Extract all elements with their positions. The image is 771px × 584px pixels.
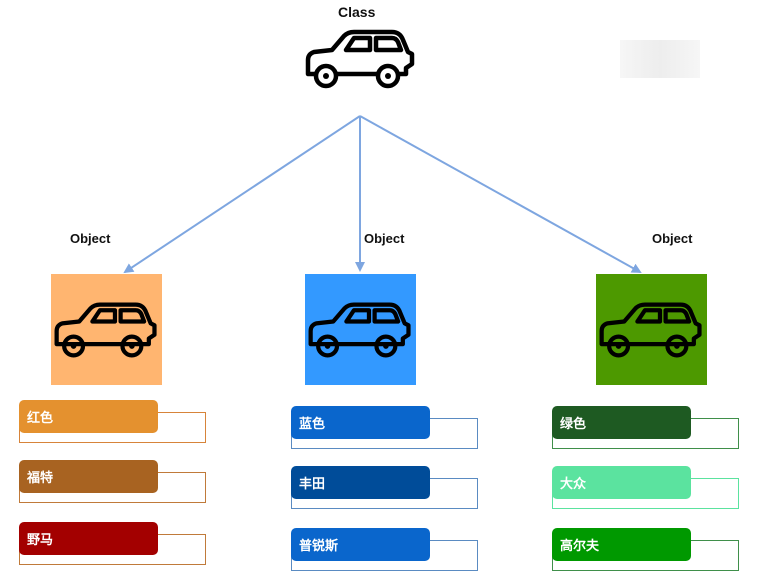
attribute-box: 蓝色 (291, 406, 478, 449)
watermark-blur (620, 40, 700, 78)
attribute-box: 丰田 (291, 466, 478, 509)
attribute-label: 福特 (19, 460, 158, 493)
attribute-box: 高尔夫 (552, 528, 739, 571)
attribute-label: 高尔夫 (552, 528, 691, 561)
attribute-label: 蓝色 (291, 406, 430, 439)
attribute-box: 大众 (552, 466, 739, 509)
attribute-label: 野马 (19, 522, 158, 555)
object-label-1: Object (70, 231, 111, 246)
attribute-box: 野马 (19, 522, 206, 565)
car-icon (54, 301, 157, 358)
attribute-box: 普锐斯 (291, 528, 478, 571)
attribute-label: 绿色 (552, 406, 691, 439)
class-title: Class (338, 4, 376, 20)
object-label-2: Object (364, 231, 405, 246)
attribute-label: 普锐斯 (291, 528, 430, 561)
object-tile-1 (51, 274, 162, 385)
car-icon (308, 301, 411, 358)
attribute-label: 丰田 (291, 466, 430, 499)
arrow-to-object-1 (123, 115, 361, 274)
arrow-to-object-3 (359, 115, 642, 273)
attribute-label: 大众 (552, 466, 691, 499)
attribute-box: 福特 (19, 460, 206, 503)
object-tile-3 (596, 274, 707, 385)
car-icon (599, 301, 702, 358)
car-icon (305, 29, 415, 89)
attribute-label: 红色 (19, 400, 158, 433)
object-label-3: Object (652, 231, 693, 246)
attribute-box: 红色 (19, 400, 206, 443)
object-tile-2 (305, 274, 416, 385)
attribute-box: 绿色 (552, 406, 739, 449)
